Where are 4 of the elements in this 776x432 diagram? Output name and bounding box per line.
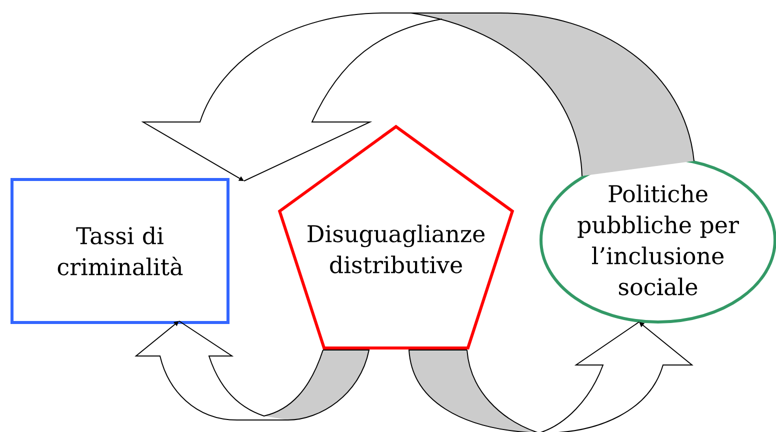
curved-block-arrow [136,320,370,420]
curved-block-arrow [408,322,692,432]
process-box: Tassi di criminalità [10,178,230,324]
curved-block-arrow [142,12,694,182]
